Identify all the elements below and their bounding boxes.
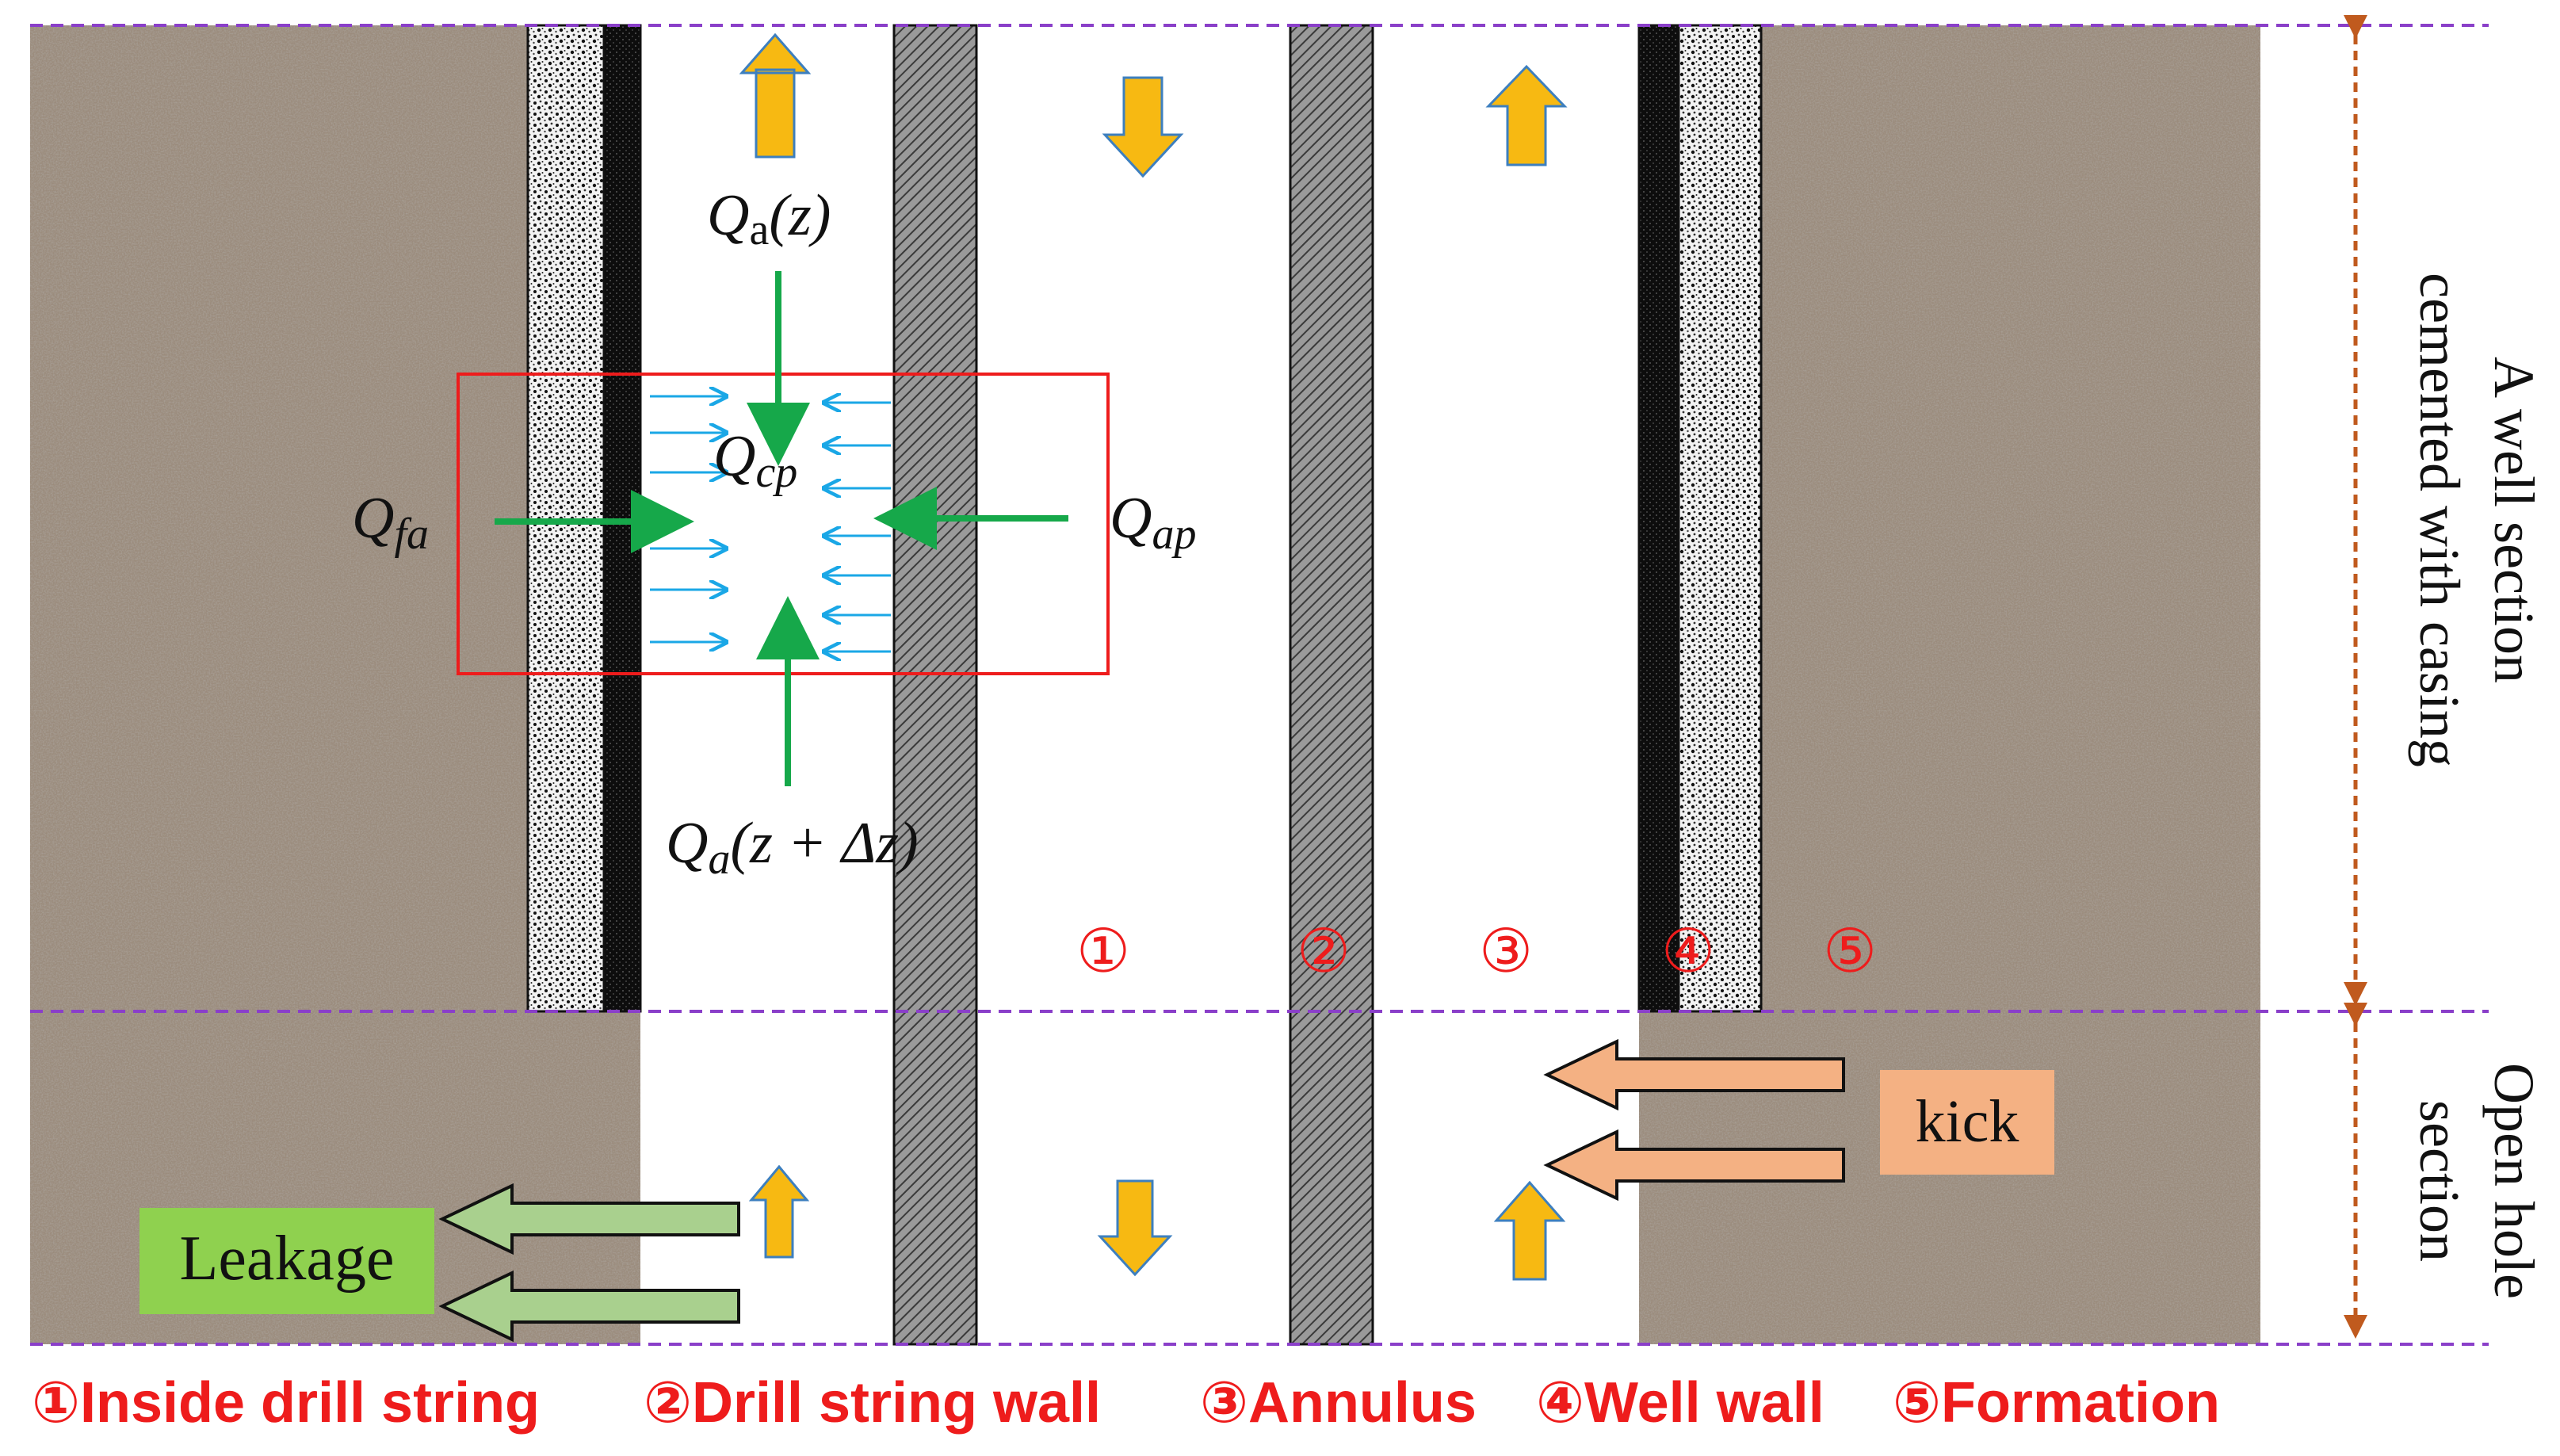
open-hole-label-line2: section	[2408, 1100, 2471, 1262]
formation-rock	[30, 25, 2260, 1344]
label-qa-dz: Qa(z + Δz)	[666, 811, 919, 884]
control-volume-box	[457, 373, 1110, 675]
cased-section-label-line1: A well section	[2482, 357, 2546, 683]
flow-down-arrow-center-bottom	[1097, 1179, 1173, 1277]
legend-drill-string-wall: ②Drill string wall	[644, 1371, 1101, 1435]
flow-down-arrow-center-top	[1102, 76, 1184, 178]
leakage-arrow-upper	[438, 1183, 740, 1255]
marker-formation: ⑤	[1823, 915, 1877, 986]
label-qap: Qap	[1110, 486, 1196, 559]
cased-section-label-line2: cemented with casing	[2408, 273, 2471, 767]
flow-term-labels: Qa(z) Qcp Qfa Qap Qa(z + Δz)	[352, 183, 1196, 884]
legend: ①Inside drill string ②Drill string wall …	[32, 1371, 2220, 1435]
label-qfa: Qfa	[352, 486, 429, 559]
casing-right	[1637, 24, 1680, 1013]
flow-up-arrow-left-top	[739, 32, 812, 159]
section-labels: A well section cemented with casing Open…	[2408, 273, 2546, 1299]
flow-up-arrow-right-bottom	[1493, 1180, 1566, 1281]
flow-balance-arrows	[495, 271, 1068, 786]
fluid-exchange-arrows	[650, 396, 891, 652]
marker-annulus: ③	[1479, 915, 1533, 986]
kick-label: kick	[1916, 1088, 2019, 1155]
cement-right	[1677, 24, 1763, 1013]
marker-drill-string-wall: ②	[1297, 915, 1351, 986]
marker-inside-drill-string: ①	[1076, 915, 1130, 986]
leakage-label: Leakage	[180, 1224, 395, 1294]
leakage-callout: Leakage	[139, 1183, 740, 1343]
legend-well-wall: ④Well wall	[1536, 1371, 1824, 1435]
flow-arrows	[739, 32, 1568, 1281]
drill-string-wall-left	[892, 24, 978, 1346]
flow-up-arrow-right-top	[1485, 64, 1568, 166]
open-hole-label-line1: Open hole	[2482, 1063, 2546, 1299]
legend-formation: ⑤Formation	[1893, 1371, 2220, 1435]
kick-arrow-lower	[1543, 1129, 1845, 1202]
flow-up-arrow-left-bottom	[748, 1164, 810, 1259]
drill-string-walls	[892, 24, 1374, 1346]
kick-box	[1880, 1070, 2054, 1175]
leakage-box	[139, 1208, 434, 1314]
label-qa-z: Qa(z)	[707, 183, 831, 254]
legend-inside-drill-string: ①Inside drill string	[32, 1371, 540, 1435]
section-boundaries	[30, 24, 2489, 1346]
legend-annulus: ③Annulus	[1200, 1371, 1477, 1435]
marker-well-wall: ④	[1661, 915, 1715, 986]
kick-arrow-upper	[1543, 1038, 1845, 1111]
drill-string-wall-right	[1289, 24, 1374, 1346]
kick-callout: kick	[1543, 1038, 2054, 1202]
label-qcp: Qcp	[713, 424, 797, 497]
region-markers: ① ② ③ ④ ⑤	[1076, 915, 1877, 986]
leakage-arrow-lower	[438, 1270, 740, 1343]
